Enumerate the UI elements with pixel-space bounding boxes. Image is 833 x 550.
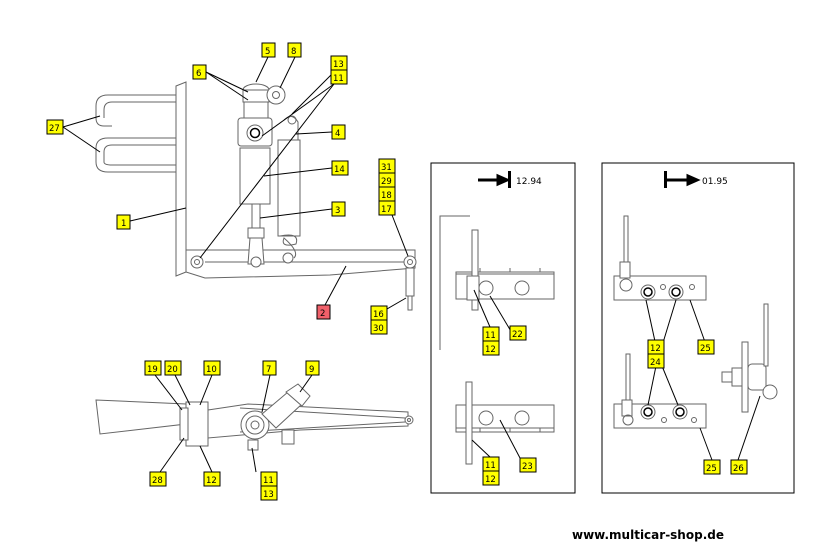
callout-20: 20 xyxy=(164,360,182,376)
callout-9: 9 xyxy=(305,360,320,376)
callout-10: 10 xyxy=(203,360,221,376)
callout-23: 23 xyxy=(519,457,537,473)
svg-text:20: 20 xyxy=(167,365,178,375)
callout-30: 30 xyxy=(370,319,388,335)
callout-labels: 27 1 6 5 8 13 11 4 14 3 31 29 18 17 2 16… xyxy=(46,42,748,501)
svg-text:8: 8 xyxy=(291,47,296,57)
svg-text:31: 31 xyxy=(381,163,392,173)
leader-lines xyxy=(62,56,761,473)
callout-12: 12 xyxy=(647,339,665,355)
callout-14: 14 xyxy=(331,160,349,176)
svg-text:26: 26 xyxy=(733,464,744,474)
svg-text:12: 12 xyxy=(485,345,496,355)
callout-25: 25 xyxy=(703,459,721,475)
panel-right: 01.95 xyxy=(601,162,795,494)
callout-2: 2 xyxy=(316,304,331,320)
svg-text:12: 12 xyxy=(485,475,496,485)
callout-25: 25 xyxy=(697,339,715,355)
svg-text:6: 6 xyxy=(196,69,201,79)
callout-11: 11 xyxy=(330,69,348,85)
svg-text:7: 7 xyxy=(266,365,271,375)
callout-11: 11 xyxy=(482,326,500,342)
callout-27: 27 xyxy=(46,119,64,135)
callout-11: 11 xyxy=(482,456,500,472)
svg-text:16: 16 xyxy=(373,310,384,320)
svg-text:12: 12 xyxy=(206,476,217,486)
callout-11: 11 xyxy=(260,471,278,487)
svg-text:11: 11 xyxy=(485,461,496,471)
callout-12: 12 xyxy=(203,471,221,487)
svg-text:9: 9 xyxy=(309,365,314,375)
callout-22: 22 xyxy=(509,325,527,341)
callout-26: 26 xyxy=(730,459,748,475)
callout-5: 5 xyxy=(261,42,276,58)
svg-text:18: 18 xyxy=(381,191,392,201)
svg-text:28: 28 xyxy=(152,476,163,486)
panel-middle: 12.94 xyxy=(430,162,576,494)
svg-text:23: 23 xyxy=(522,462,533,472)
callout-29: 29 xyxy=(378,172,396,188)
callout-16: 16 xyxy=(370,305,388,321)
svg-text:12: 12 xyxy=(650,344,661,354)
callout-31: 31 xyxy=(378,158,396,174)
callout-24: 24 xyxy=(647,353,665,369)
svg-text:1: 1 xyxy=(121,219,126,229)
panel-middle-date: 12.94 xyxy=(516,177,542,187)
callout-8: 8 xyxy=(287,42,302,58)
svg-text:10: 10 xyxy=(206,365,217,375)
svg-text:13: 13 xyxy=(263,490,274,500)
callout-19: 19 xyxy=(144,360,162,376)
svg-text:3: 3 xyxy=(335,206,340,216)
footer-website: www.multicar-shop.de xyxy=(572,528,724,542)
svg-text:11: 11 xyxy=(333,74,344,84)
svg-text:11: 11 xyxy=(485,331,496,341)
callout-4: 4 xyxy=(331,124,346,140)
svg-text:17: 17 xyxy=(381,205,392,215)
svg-text:22: 22 xyxy=(512,330,523,340)
svg-text:29: 29 xyxy=(381,177,392,187)
callout-13: 13 xyxy=(330,55,348,71)
svg-text:14: 14 xyxy=(334,165,345,175)
arrow-to-bar-icon xyxy=(478,171,511,188)
svg-text:30: 30 xyxy=(373,324,384,334)
callout-12: 12 xyxy=(482,470,500,486)
callout-28: 28 xyxy=(149,471,167,487)
svg-text:25: 25 xyxy=(706,464,717,474)
callout-18: 18 xyxy=(378,186,396,202)
lower-assembly-drawing xyxy=(95,383,414,451)
svg-text:11: 11 xyxy=(263,476,274,486)
svg-text:2: 2 xyxy=(320,309,325,319)
panel-right-date: 01.95 xyxy=(702,177,728,187)
callout-12: 12 xyxy=(482,340,500,356)
svg-text:19: 19 xyxy=(147,365,158,375)
arrow-from-bar-icon xyxy=(664,171,701,188)
callout-3: 3 xyxy=(331,201,346,217)
callout-17: 17 xyxy=(378,200,396,216)
svg-text:27: 27 xyxy=(49,124,60,134)
svg-text:25: 25 xyxy=(700,344,711,354)
callout-6: 6 xyxy=(192,64,207,80)
svg-text:13: 13 xyxy=(333,60,344,70)
svg-text:24: 24 xyxy=(650,358,661,368)
svg-text:4: 4 xyxy=(335,129,340,139)
callout-1: 1 xyxy=(116,214,131,230)
callout-7: 7 xyxy=(262,360,277,376)
callout-13: 13 xyxy=(260,485,278,501)
svg-text:5: 5 xyxy=(265,47,270,57)
upper-assembly-drawing xyxy=(95,81,417,311)
